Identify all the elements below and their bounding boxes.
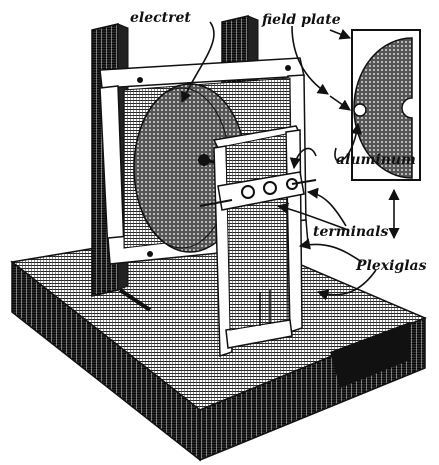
label-plexiglas: Plexiglas (355, 258, 427, 274)
label-aluminum: aluminum (336, 152, 416, 168)
label-field-plate: field plate (261, 12, 341, 28)
label-leaders (180, 21, 400, 301)
terminal-block (199, 171, 317, 211)
label-electret: electret (130, 10, 191, 26)
field-plate-inset (351, 29, 421, 181)
front-frame (212, 125, 303, 358)
label-terminals: terminals (313, 224, 388, 240)
